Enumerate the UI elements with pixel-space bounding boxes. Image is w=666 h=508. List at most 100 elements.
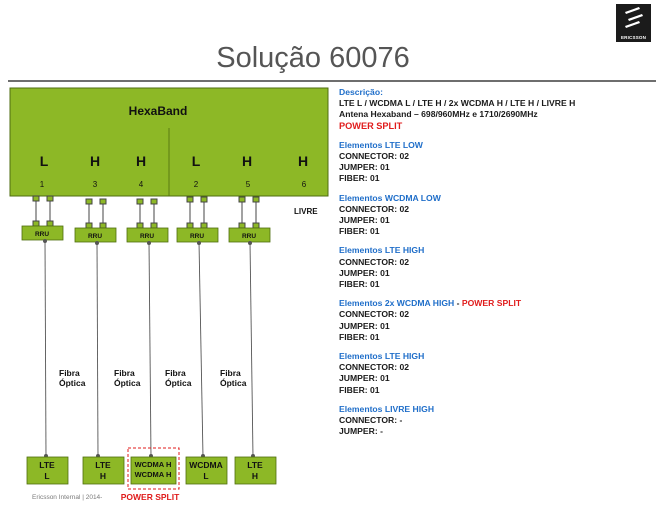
element-heading: Elementos LTE LOW — [339, 140, 661, 151]
description-line: Antena Hexaband – 698/960MHz e 1710/2690… — [339, 109, 538, 120]
power-split-frame — [127, 447, 180, 490]
fiber-lines — [44, 239, 254, 458]
fiber-line-2 — [96, 241, 99, 458]
connector — [46, 195, 54, 202]
port-letter-4: H — [136, 153, 146, 169]
element-line: JUMPER: - — [339, 426, 383, 437]
element-line: CONNECTOR: 02 — [339, 309, 410, 320]
fiber-line-5 — [249, 241, 254, 458]
element-line: FIBER: 01 — [339, 331, 380, 342]
box-label: WCDMA — [189, 460, 223, 470]
fiber-label: Fibra — [220, 368, 241, 378]
element-heading: Elementos LTE HIGH — [339, 245, 661, 256]
livre-label: LIVRE — [294, 207, 318, 216]
element-title: Elementos 2x WCDMA HIGH — [339, 298, 455, 309]
fiber-label: Fibra — [114, 368, 135, 378]
fiber-endpoint — [248, 241, 252, 245]
equipment-box-lte-l — [26, 456, 69, 485]
port-number-3: 3 — [93, 180, 98, 189]
connector — [238, 222, 246, 229]
element-title: Elementos LTE HIGH — [339, 351, 425, 362]
box-label: LTE — [95, 460, 111, 470]
fiber-label: Fibra — [165, 368, 186, 378]
port-number-2: 2 — [194, 180, 199, 189]
rru-label: RRU — [242, 233, 256, 240]
port-number-4: 4 — [139, 180, 144, 189]
logo-wordmark: ERICSSON — [620, 35, 647, 40]
fiber-label: Óptica — [114, 377, 141, 388]
connector — [186, 196, 194, 203]
connector — [252, 222, 260, 229]
connector — [85, 222, 93, 229]
connector — [99, 222, 107, 229]
element-title: Elementos LTE LOW — [339, 139, 423, 150]
element-title-suffix: POWER SPLIT — [461, 298, 522, 309]
connector — [32, 195, 40, 202]
description-heading: Descrição: — [339, 87, 383, 97]
connector — [136, 222, 144, 229]
page-title: Solução 60076 — [216, 42, 410, 74]
port-letter-3: H — [90, 153, 100, 169]
connector — [252, 196, 260, 203]
element-heading: Elementos 2x WCDMA HIGH - POWER SPLIT — [339, 298, 661, 309]
port-letter-5: H — [242, 153, 252, 169]
element-line: FIBER: 01 — [339, 173, 380, 184]
connector — [238, 196, 246, 203]
ericsson-mark-icon — [625, 7, 643, 28]
connector — [150, 222, 158, 229]
port-number-6: 6 — [302, 180, 307, 189]
element-line: FIBER: 01 — [339, 226, 380, 237]
element-line: JUMPER: 01 — [339, 267, 390, 278]
element-line: CONNECTOR: 02 — [339, 362, 410, 373]
equipment-box-wcdma-h — [130, 456, 177, 485]
rru-label: RRU — [88, 233, 102, 240]
element-heading: Elementos WCDMA LOW — [339, 193, 661, 204]
port-letter-2: L — [192, 153, 201, 169]
equipment-box-lte-h — [82, 456, 125, 485]
fiber-label: Óptica — [59, 377, 86, 388]
fiber-line-1 — [44, 239, 47, 458]
fiber-endpoint — [197, 241, 201, 245]
port-letter-1: L — [40, 153, 49, 169]
connector — [46, 220, 54, 227]
box-label: WCDMA H — [135, 470, 172, 479]
element-line: CONNECTOR: 02 — [339, 256, 410, 267]
fiber-label: Fibra — [59, 368, 80, 378]
rru-label: RRU — [35, 231, 49, 238]
element-line: JUMPER: 01 — [339, 215, 390, 226]
box-label: L — [44, 471, 49, 481]
rru-label: RRU — [190, 233, 204, 240]
antenna-label: HexaBand — [129, 104, 188, 118]
footer-text: Ericsson Internal | 2014- — [32, 494, 103, 501]
fiber-line-3 — [148, 241, 152, 458]
jumper-group — [32, 195, 260, 229]
port-number-5: 5 — [246, 180, 251, 189]
element-line: JUMPER: 01 — [339, 162, 390, 173]
rru-label: RRU — [140, 233, 154, 240]
connector — [200, 222, 208, 229]
element-title: Elementos LIVRE HIGH — [339, 403, 435, 414]
element-title: Elementos LTE HIGH — [339, 245, 425, 256]
box-label: LTE — [39, 460, 55, 470]
fiber-label: Óptica — [165, 377, 192, 388]
element-title-separator: - — [454, 298, 462, 309]
connector — [200, 196, 208, 203]
element-title: Elementos WCDMA LOW — [339, 192, 441, 203]
connector — [150, 198, 158, 205]
connector — [85, 198, 93, 205]
description-line: LTE L / WCDMA L / LTE H / 2x WCDMA H / L… — [339, 98, 576, 109]
element-line: FIBER: 01 — [339, 384, 380, 395]
fiber-endpoint — [147, 241, 151, 245]
title-divider — [8, 80, 656, 82]
element-heading: Elementos LTE HIGH — [339, 351, 661, 362]
description-panel: Descrição: LTE L / WCDMA L / LTE H / 2x … — [339, 87, 661, 437]
connector — [186, 222, 194, 229]
